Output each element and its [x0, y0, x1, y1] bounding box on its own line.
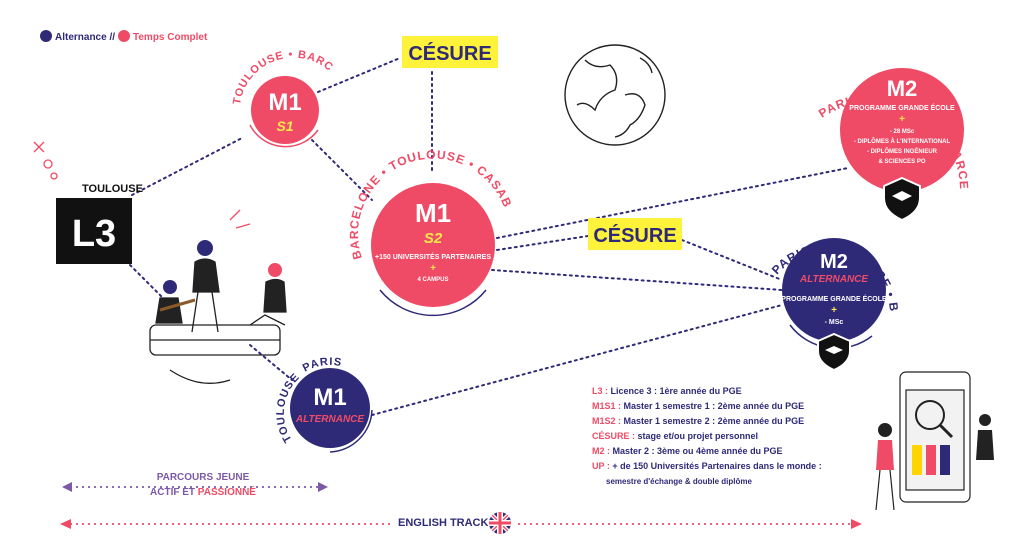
m1s2-line2: 4 CAMPUS: [417, 277, 448, 283]
connector-m1s2-m2full: [496, 167, 849, 239]
def-key: UP :: [592, 461, 610, 471]
m1s2-plus: +: [430, 263, 436, 274]
m1s1-arrow-arc: [249, 124, 319, 148]
l3-label: L3: [72, 213, 116, 255]
def-value: Master 1 semestre 2 : 2ème année du PGE: [621, 416, 805, 426]
def-key: CÉSURE :: [592, 431, 636, 441]
cesure-top-label: CÉSURE: [408, 42, 491, 65]
m1s1-circle: [251, 76, 319, 144]
connector-m1s1-cesure: [317, 57, 401, 93]
m1s2-line1: +150 UNIVERSITÉS PARTENAIRES: [375, 252, 491, 261]
cesure-mid-label: CÉSURE: [593, 224, 676, 247]
legend-alternance: Alternance //: [55, 32, 115, 43]
decorative-sparkles: [33, 141, 58, 180]
m1s1-title: M1: [268, 89, 301, 116]
definition-cesure: CÉSURE : stage et/ou projet personnel: [592, 429, 822, 444]
definition-up-sub: semestre d'échange & double diplôme: [606, 477, 752, 486]
m1s2-arrow-arc: [379, 289, 487, 317]
definition-m1s1: M1S1 : Master 1 semestre 1 : 2ème année …: [592, 399, 822, 414]
m1alt-arrow-arc: [329, 409, 373, 453]
legend-navy-dot: [40, 30, 52, 42]
connector-l3-illustration: [129, 264, 166, 301]
m2full-line-3: - DIPLÔMES INGÉNIEUR: [867, 147, 938, 155]
connector-cesure2-m2alt: [681, 239, 783, 281]
parcours-line1: PARCOURS JEUNE: [156, 472, 250, 483]
students-illustration: [149, 209, 287, 384]
l3-city: TOULOUSE: [82, 183, 143, 195]
m2alt-plus: +: [831, 305, 837, 316]
def-value: Master 2 : 3ème ou 4ème année du PGE: [610, 446, 783, 456]
def-value: Master 1 semestre 1 : 2ème année du PGE: [621, 401, 805, 411]
definition-m2: M2 : Master 2 : 3ème ou 4ème année du PG…: [592, 444, 822, 459]
def-value: stage et/ou projet personnel: [635, 431, 759, 441]
m2alt-title: M2: [820, 251, 848, 273]
m2full-title: M2: [887, 76, 918, 101]
connector-m1s1-m1s2: [311, 139, 373, 201]
parcours-label: PARCOURS JEUNE ACTIF ET PASSIONNÉ: [138, 470, 268, 500]
m1alt-sub: ALTERNANCE: [295, 414, 364, 425]
parcours-arrow-left-head: [62, 482, 72, 492]
cesure-mid-box: [588, 218, 682, 250]
def-key: L3 :: [592, 386, 609, 396]
m2full-arc-label: PARIS • TOULOUSE • BARCELONE • CASABLANC…: [0, 0, 971, 190]
m2full-circle: [840, 68, 964, 192]
def-key: M1S2 :: [592, 416, 622, 426]
m2alt-sub: ALTERNANCE: [799, 274, 868, 285]
parcours-line2a: ACTIF ET: [150, 487, 196, 498]
connectors: [129, 57, 849, 416]
def-value: + de 150 Universités Partenaires dans le…: [609, 461, 822, 471]
m1s2-sub: S2: [424, 230, 443, 247]
def-key: M1S1 :: [592, 401, 622, 411]
def-value: Licence 3 : 1ère année du PGE: [608, 386, 742, 396]
connector-m1alt-m2alt: [371, 304, 783, 416]
connector-m1s2-m2alt: [491, 269, 783, 291]
graduation-shield-icon-2: [817, 332, 851, 372]
definition-l3: L3 : Licence 3 : 1ère année du PGE: [592, 384, 822, 399]
english-track-label: ENGLISH TRACK: [398, 517, 489, 529]
connector-m1s2-cesure2: [496, 235, 589, 251]
graduation-shield-icon: [883, 176, 921, 222]
english-track-left-head: [60, 519, 71, 529]
cesure-top-box: [402, 36, 498, 68]
globe-icon: [564, 44, 666, 146]
def-key: M2 :: [592, 446, 610, 456]
legend-pink-dot: [118, 30, 130, 42]
m1s2-title: M1: [415, 198, 451, 228]
m1alt-circle: [290, 368, 370, 448]
legend-temps-complet: Temps Complet: [133, 32, 208, 43]
m2alt-circle: [782, 238, 886, 342]
definitions-list: L3 : Licence 3 : 1ère année du PGE M1S1 …: [592, 384, 822, 489]
parcours-line2b: PASSIONNÉ: [197, 487, 256, 498]
parcours-arrow-right-head: [318, 482, 328, 492]
m2alt-line1: PROGRAMME GRANDE ÉCOLE: [781, 294, 887, 303]
uk-flag-icon: [489, 512, 511, 534]
connector-l3-m1s1: [131, 137, 243, 196]
m1s1-sub: S1: [276, 118, 293, 134]
english-track-right-head: [851, 519, 862, 529]
m2full-line-4: & SCIENCES PO: [878, 159, 925, 165]
m2full-line1: PROGRAMME GRANDE ÉCOLE: [849, 103, 955, 112]
definition-m1s2: M1S2 : Master 1 semestre 2 : 2ème année …: [592, 414, 822, 429]
m2alt-line2: - MSc: [825, 319, 844, 326]
definition-up: UP : + de 150 Universités Partenaires da…: [592, 459, 822, 474]
m1alt-title: M1: [313, 384, 346, 411]
m1s2-circle: [371, 183, 495, 307]
l3-block: [56, 198, 132, 264]
m2full-line-2: - DIPLÔMES À L'INTERNATIONAL: [854, 137, 951, 145]
m2full-line-1: - 28 MSc: [890, 129, 915, 135]
m2full-plus: +: [899, 114, 905, 125]
library-phone-illustration: [875, 371, 994, 511]
parcours-line2: ACTIF ET PASSIONNÉ: [138, 485, 268, 500]
connector-illustration-m1alt: [249, 344, 293, 381]
